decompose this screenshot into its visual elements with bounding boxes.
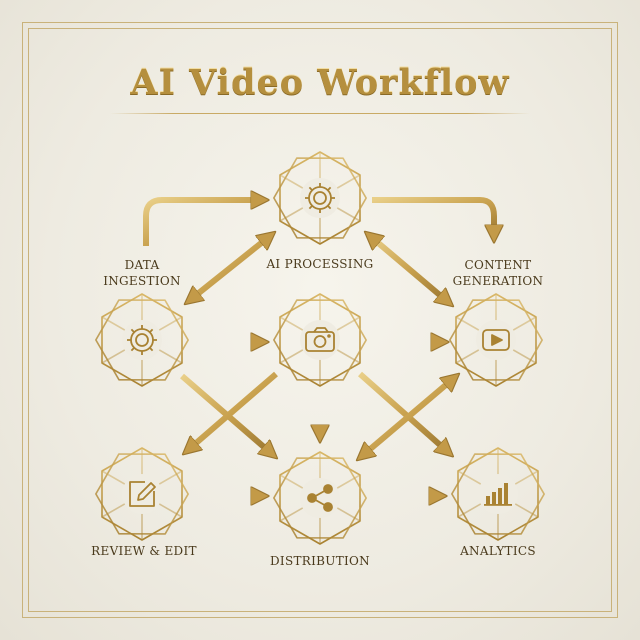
node-ai-processing [273, 151, 367, 245]
arrow-center-to-analytics [358, 371, 448, 452]
label-ai-processing: AI PROCESSING [266, 257, 374, 271]
inner-frame [28, 28, 612, 612]
node-center-camera [273, 293, 367, 387]
page-title: AI Video Workflow [130, 62, 510, 103]
label-analytics: ANALYTICS [460, 544, 536, 558]
node-distribution [273, 451, 367, 545]
gear-icon [305, 183, 335, 213]
camera-icon [305, 327, 335, 352]
outer-frame [22, 22, 618, 618]
node-review-edit [95, 447, 189, 541]
title-divider [110, 113, 530, 114]
arrow-center-to-review [188, 371, 278, 450]
arrow-ai-content-bidirectional [370, 236, 448, 302]
arrow-ingestion-ai-bidirectional [190, 236, 270, 300]
bar-chart-icon [484, 483, 512, 506]
share-icon [307, 484, 333, 512]
gear-icon [127, 325, 157, 355]
label-review-edit: REVIEW & EDIT [91, 544, 197, 558]
node-data-ingestion [95, 293, 189, 387]
arrow-ingestion-to-ai [143, 200, 262, 246]
arrow-ai-to-content [372, 197, 494, 236]
label-data-ingestion: DATA INGESTION [103, 258, 181, 288]
label-distribution: DISTRIBUTION [270, 554, 370, 568]
node-content-generation [449, 293, 543, 387]
play-icon [482, 329, 510, 351]
edit-icon [129, 481, 156, 507]
node-analytics [451, 447, 545, 541]
arrow-distribution-content-bidirectional [362, 378, 454, 456]
label-content-generation: CONTENT GENERATION [452, 258, 544, 288]
